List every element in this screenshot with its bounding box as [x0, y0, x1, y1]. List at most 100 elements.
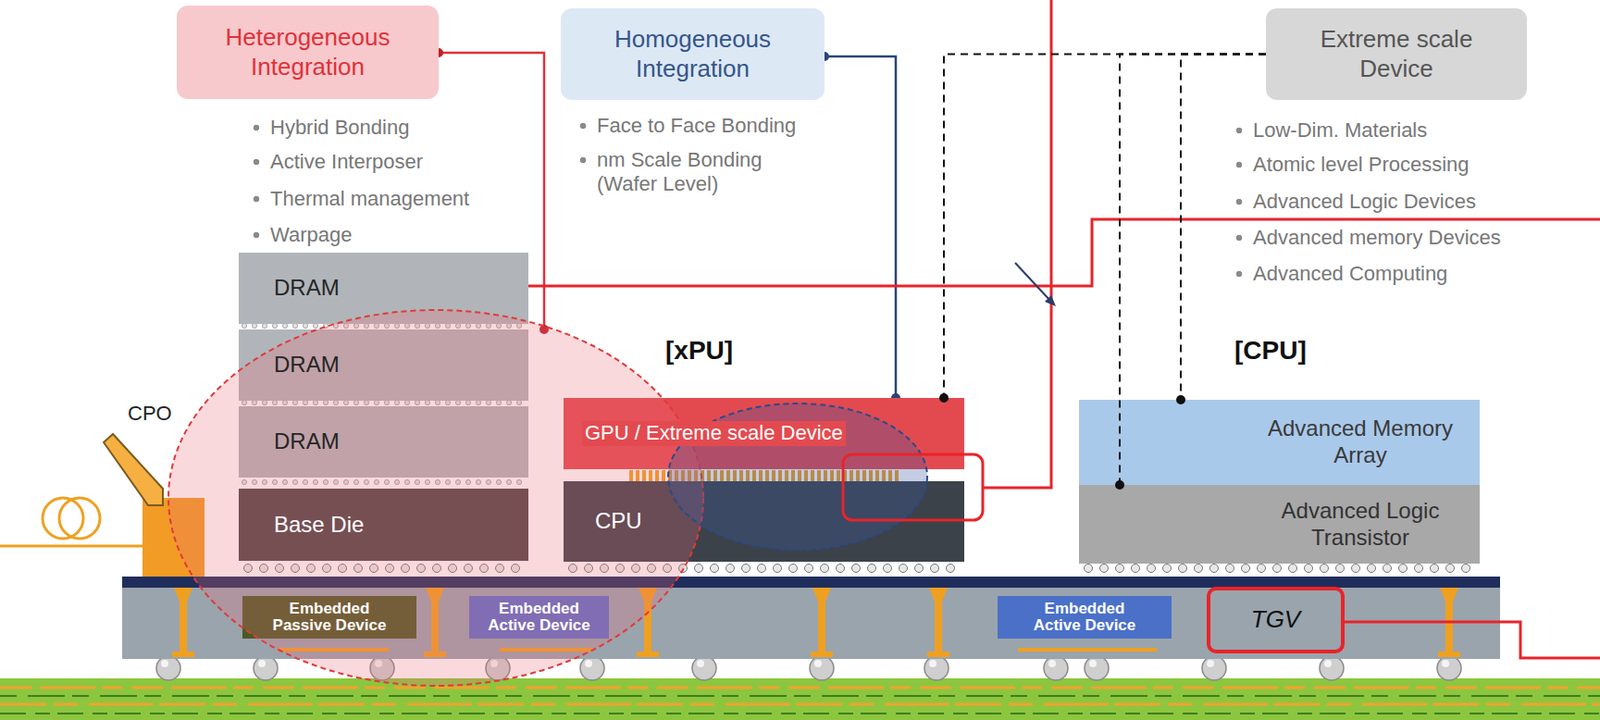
box-text: Embedded Passive Device [263, 600, 396, 634]
callout-line [982, 0, 1052, 488]
bump [1147, 564, 1156, 573]
bump [1383, 564, 1392, 573]
bump [868, 564, 877, 573]
box-text: Homogeneous Integration [579, 24, 807, 83]
embedded-device: Embedded Active Device [997, 595, 1172, 639]
solder-ball [1437, 656, 1462, 681]
ball-highlight [584, 659, 593, 668]
pcb-trace [0, 703, 1600, 707]
bump [820, 564, 830, 573]
ball-highlight [1324, 659, 1332, 668]
category-box: Heterogeneous Integration [176, 5, 439, 100]
solder-ball [924, 656, 949, 681]
via [812, 587, 832, 653]
label-anchor: [xPU] [665, 334, 733, 367]
bump [1462, 564, 1471, 573]
tgv-callout: TGV [1206, 586, 1345, 654]
leader-line [824, 56, 896, 398]
ball-highlight [814, 659, 822, 668]
bump [1131, 564, 1141, 573]
via [1439, 587, 1459, 653]
box-text: CPU [595, 508, 643, 535]
via-pad [1438, 651, 1461, 658]
pcb-trace [0, 712, 1600, 715]
solder-ball [1202, 656, 1227, 681]
bump [1336, 564, 1345, 573]
bonding-callout [843, 454, 983, 521]
pcb-trace [0, 694, 1600, 697]
bump [1367, 564, 1377, 573]
bump [726, 564, 735, 573]
ball-highlight [929, 659, 937, 668]
bump [1241, 564, 1251, 573]
bump [694, 564, 704, 573]
micro-bump [241, 322, 247, 328]
bump [1446, 564, 1455, 573]
callout-line [1344, 621, 1600, 658]
bullet-item: nm Scale Bonding (Wafer Level) [576, 148, 786, 197]
ball-highlight [161, 659, 169, 668]
connector-dot [1115, 480, 1125, 490]
label-anchor: Advanced Logic Devices [1232, 189, 1548, 214]
ball-highlight [1206, 659, 1215, 668]
bump [757, 564, 767, 573]
via-pad [810, 651, 833, 658]
box-text: Embedded Active Device [1027, 600, 1143, 634]
bump [915, 564, 924, 573]
label-anchor: nm Scale Bonding (Wafer Level) [576, 148, 786, 197]
bullet-item: Hybrid Bonding [249, 115, 493, 140]
micro-bump [282, 322, 287, 328]
part-label: [xPU] [665, 334, 733, 367]
bullet-item: Thermal management [249, 186, 493, 211]
solder-ball [1084, 656, 1109, 681]
micro-bump [272, 322, 277, 328]
ball-highlight [1048, 659, 1056, 668]
solder-ball [1043, 656, 1068, 681]
bump [742, 564, 751, 573]
label-anchor: Atomic level Processing [1232, 152, 1548, 177]
bump [1430, 564, 1439, 573]
category-box: Extreme scale Device [1265, 8, 1527, 100]
via-pad [636, 651, 659, 658]
via-pad [927, 651, 950, 658]
heterogeneous-region [168, 310, 704, 686]
bump [773, 564, 782, 573]
box-text: Heterogeneous Integration [195, 23, 421, 81]
via-pad [172, 651, 195, 658]
optical-fiber [0, 545, 143, 548]
pcb-board [0, 678, 1600, 720]
embedded-device: Embedded Passive Device [242, 595, 417, 639]
bump [1351, 564, 1361, 573]
bullet-item: Active Interposer [249, 149, 493, 174]
connector-dot [1176, 395, 1186, 405]
label-anchor: CPO [127, 401, 173, 426]
micro-bump [302, 322, 308, 328]
fiber-loop [59, 497, 100, 539]
bump [930, 564, 940, 573]
ball-highlight [1441, 659, 1450, 668]
label-anchor: Thermal management [249, 186, 493, 211]
cpo-connector [103, 434, 163, 506]
label-anchor: Face to Face Bonding [576, 113, 855, 138]
bump [1289, 564, 1298, 573]
box-text: Advanced Logic Transistor [1258, 497, 1463, 552]
bullet-item: Warpage [249, 223, 493, 248]
solder-ball [156, 656, 181, 681]
connector-dot [939, 393, 949, 403]
box-text: TGV [1251, 605, 1301, 634]
label-anchor: Hybrid Bonding [249, 115, 493, 140]
solder-ball [1319, 656, 1344, 681]
solder-ball [809, 656, 834, 681]
label-anchor: Active Interposer [249, 149, 493, 174]
bump [883, 564, 893, 573]
via [929, 587, 948, 653]
box-text: DRAM [273, 428, 340, 456]
part-label: CPO [127, 401, 173, 426]
bump [946, 564, 956, 573]
bump [1226, 564, 1235, 573]
box-text: DRAM [273, 351, 340, 379]
fiber-loop [42, 497, 84, 539]
